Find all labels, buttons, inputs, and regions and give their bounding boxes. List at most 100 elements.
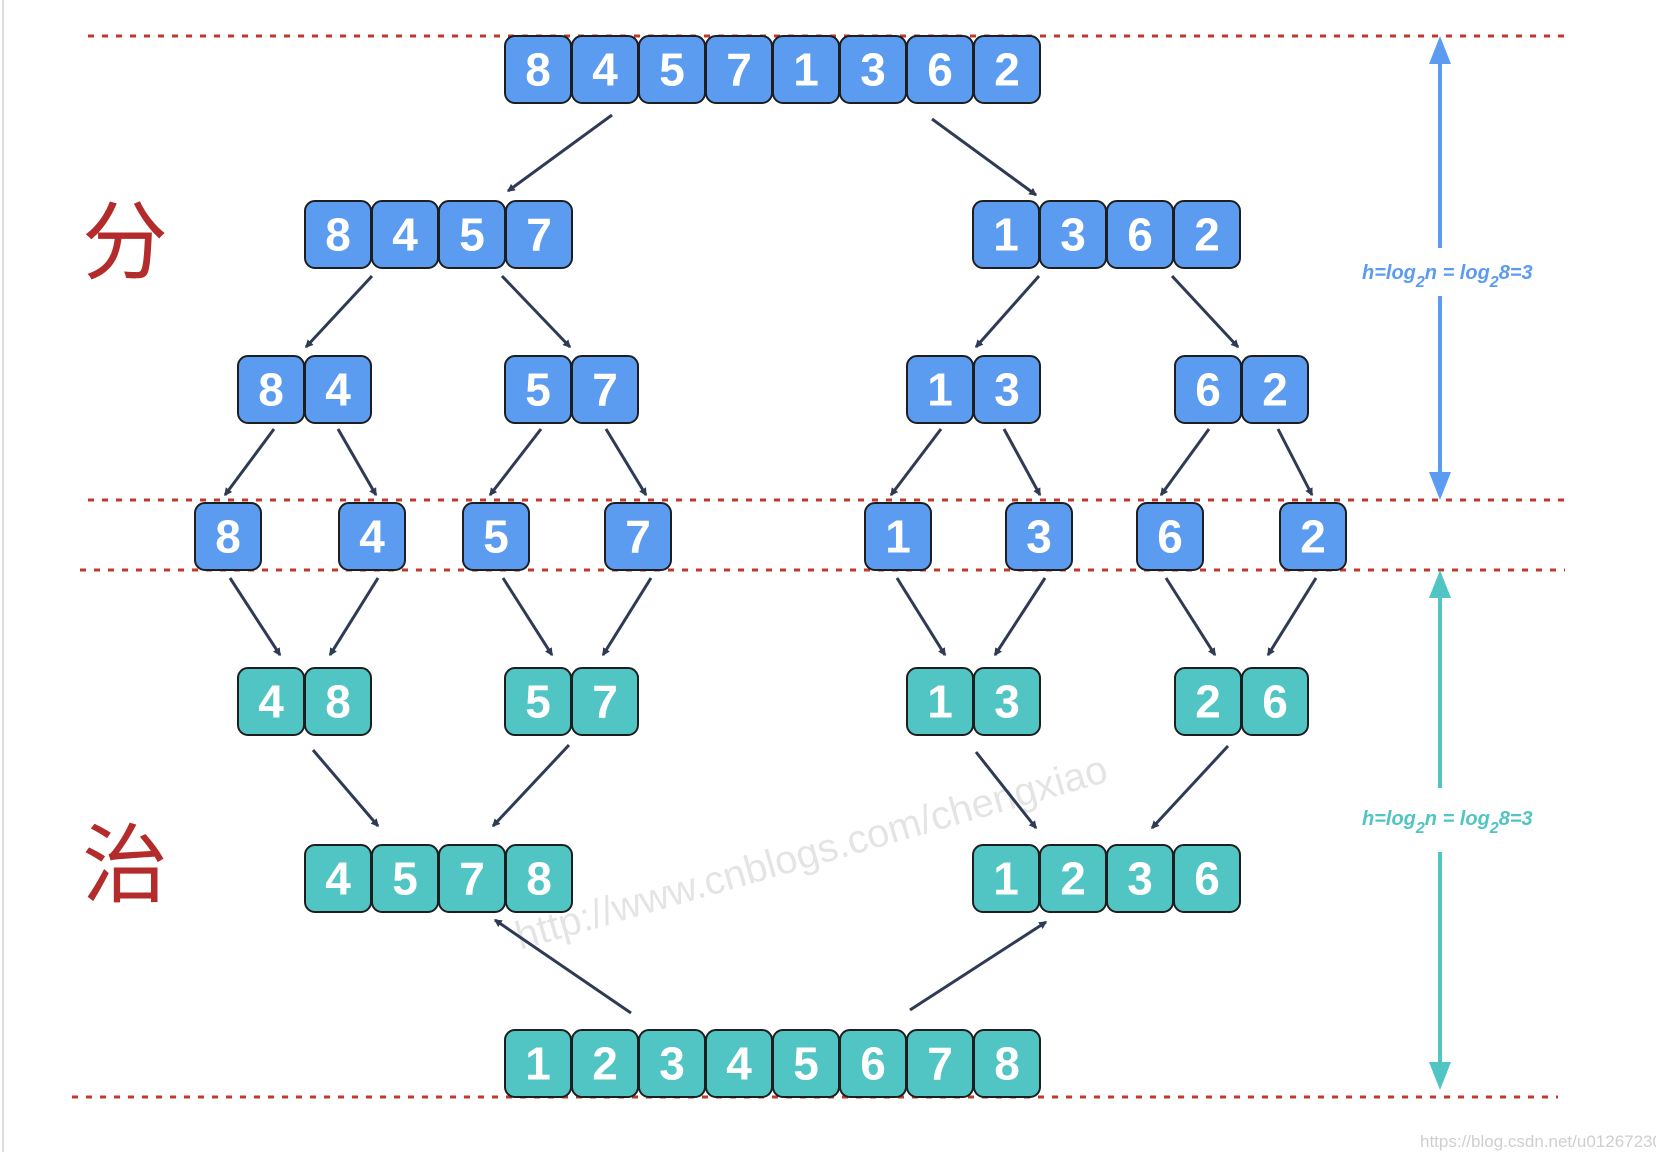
- split-level-4-group-6-cell: 3: [1005, 502, 1073, 571]
- cell-value: 6: [927, 44, 953, 96]
- cell-value: 8: [325, 209, 351, 261]
- divide-label: 分: [82, 193, 168, 293]
- split-level-1-group-1-cell: 8: [504, 35, 572, 104]
- flow-arrow-25: [974, 751, 1038, 830]
- cell-value: 6: [1195, 364, 1221, 416]
- cell-value: 8: [994, 1038, 1020, 1090]
- merge-level-1-group-4-cell: 6: [1241, 667, 1309, 736]
- cell-box: [973, 355, 1041, 424]
- cell-value: 2: [994, 44, 1020, 96]
- cell-value: 8: [258, 364, 284, 416]
- cell-value: 3: [1127, 853, 1153, 905]
- cell-value: 7: [592, 676, 618, 728]
- cell-value: 3: [994, 676, 1020, 728]
- merge-tail: 8=3: [1499, 808, 1533, 830]
- cell-value: 7: [526, 209, 552, 261]
- split-level-3-group-3-cell: 1: [906, 355, 974, 424]
- split-level-1-group-1-cell: 4: [571, 35, 639, 104]
- merge-sub2: 2: [1489, 820, 1499, 837]
- split-level-4-group-1-cell: 8: [194, 502, 262, 571]
- split-level-4-group-4-cell: 7: [604, 502, 672, 571]
- cell-value: 5: [525, 364, 551, 416]
- cell-value: 6: [1194, 853, 1220, 905]
- flow-arrow-3: [304, 274, 374, 349]
- flow-arrow-4: [500, 274, 572, 349]
- cell-value: 6: [860, 1038, 886, 1090]
- split-h: h=log: [1362, 262, 1416, 284]
- split-level-4-group-7-cell: 6: [1136, 502, 1204, 571]
- merge-level-3-group-1-cell: 1: [504, 1029, 572, 1098]
- merge-level-1-group-2-cell: 5: [504, 667, 572, 736]
- cell-value: 5: [483, 511, 509, 563]
- cell-box: [304, 355, 372, 424]
- merge-level-1-group-1-cell: 4: [237, 667, 305, 736]
- flow-arrow-17: [501, 577, 554, 657]
- split-level-1-group-1-cell: 1: [772, 35, 840, 104]
- merge-level-3-group-1-cell: 6: [839, 1029, 907, 1098]
- cell-value: 3: [860, 44, 886, 96]
- merge-level-2-group-1-cell: 7: [438, 844, 506, 913]
- split-level-3-group-1-cell: 4: [304, 355, 372, 424]
- flow-arrow-20: [993, 577, 1047, 657]
- cell-value: 4: [258, 676, 284, 728]
- merge-level-2-group-2-cell: 3: [1106, 844, 1174, 913]
- cell-box: [505, 844, 573, 913]
- cell-box: [462, 502, 530, 571]
- split-level-4-group-3-cell: 5: [462, 502, 530, 571]
- flow-arrow-6: [1170, 274, 1240, 349]
- flow-arrow-7: [223, 428, 276, 497]
- split-level-1-group-1-cell: 5: [638, 35, 706, 104]
- merge-mid: n = log: [1425, 808, 1490, 830]
- flow-arrow-28: [909, 920, 1048, 1012]
- cell-value: 1: [993, 853, 1019, 905]
- cell-value: 2: [1060, 853, 1086, 905]
- cell-value: 4: [392, 209, 418, 261]
- dashed-separators: [72, 34, 1572, 1099]
- cell-value: 4: [325, 364, 351, 416]
- cell-value: 2: [592, 1038, 618, 1090]
- flow-arrow-15: [228, 577, 282, 657]
- cell-value: 4: [325, 853, 351, 905]
- split-mid: n = log: [1425, 262, 1490, 284]
- flow-arrow-27: [493, 918, 632, 1015]
- split-level-2-group-1-cell: 4: [371, 200, 439, 269]
- flow-arrow-2: [931, 117, 1038, 197]
- cell-box: [571, 355, 639, 424]
- cell-value: 3: [1060, 209, 1086, 261]
- merge-h: h=log: [1362, 808, 1416, 830]
- merge-height-arrow: [1429, 570, 1451, 1090]
- flow-arrow-21: [1164, 577, 1217, 657]
- cell-value: 7: [625, 511, 651, 563]
- cell-value: 7: [927, 1038, 953, 1090]
- cell-box: [571, 667, 639, 736]
- cell-value: 6: [1127, 209, 1153, 261]
- cell-box: [1279, 502, 1347, 571]
- split-sub1: 2: [1415, 274, 1425, 291]
- merge-level-3-group-1-cell: 4: [705, 1029, 773, 1098]
- cell-box: [973, 1029, 1041, 1098]
- split-level-3-group-2-cell: 5: [504, 355, 572, 424]
- merge-sub1: 2: [1415, 820, 1425, 837]
- cell-value: 1: [927, 364, 953, 416]
- flow-arrow-19: [895, 577, 947, 657]
- flow-arrow-12: [1002, 428, 1042, 497]
- cell-value: 1: [525, 1038, 551, 1090]
- cell-value: 1: [993, 209, 1019, 261]
- split-level-1-group-1-cell: 7: [705, 35, 773, 104]
- split-level-4-group-8-cell: 2: [1279, 502, 1347, 571]
- cell-value: 5: [793, 1038, 819, 1090]
- flow-arrow-16: [328, 577, 380, 657]
- cell-value: 2: [1194, 209, 1220, 261]
- merge-level-2-group-1-cell: 5: [371, 844, 439, 913]
- split-tail: 8=3: [1499, 262, 1533, 284]
- cell-box: [1173, 200, 1241, 269]
- cell-value: 7: [592, 364, 618, 416]
- split-level-3-group-3-cell: 3: [973, 355, 1041, 424]
- cell-value: 4: [359, 511, 385, 563]
- split-level-4-group-5-cell: 1: [864, 502, 932, 571]
- cell-value: 2: [1300, 511, 1326, 563]
- merge-level-3-group-1-cell: 8: [973, 1029, 1041, 1098]
- footer-url: https://blog.csdn.net/u012672300: [1420, 1132, 1656, 1151]
